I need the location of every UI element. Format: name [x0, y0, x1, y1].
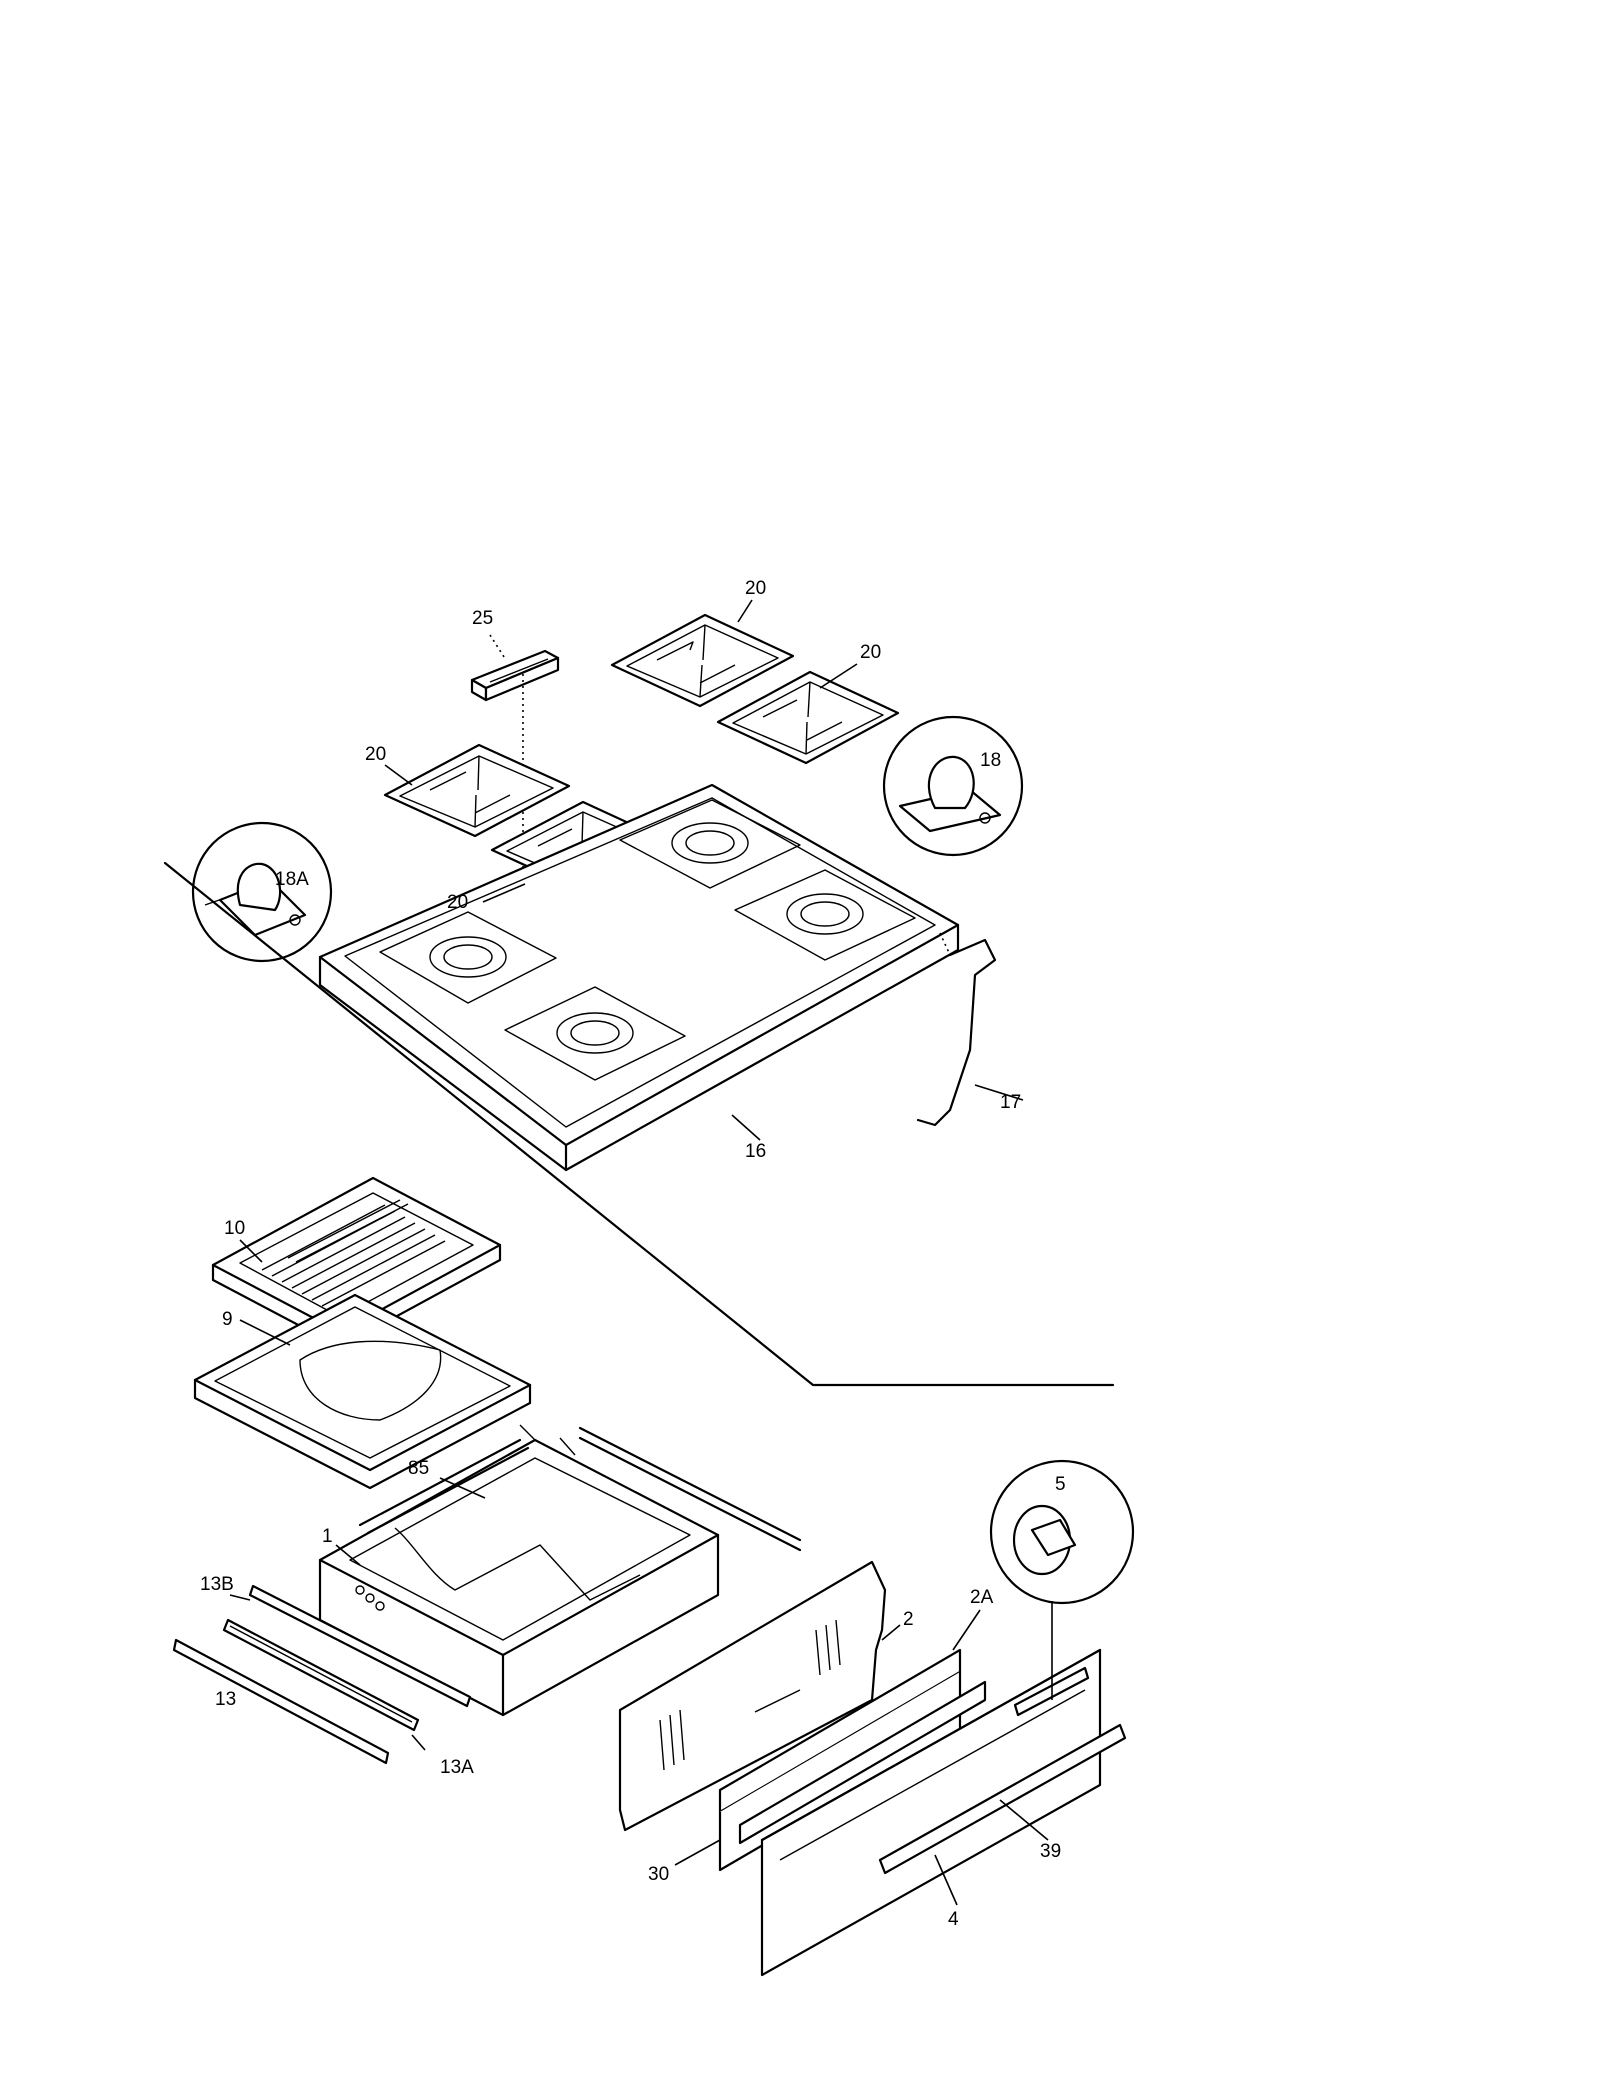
callout-18a: 18A: [275, 869, 309, 890]
part-4-drawer-panel: [760, 1648, 1102, 1977]
callout-85: 85: [408, 1458, 429, 1479]
grate-20-right-front: [716, 670, 900, 765]
part-13a-slide: [222, 1618, 420, 1732]
section-divider-line: [163, 861, 1115, 1387]
part-17-wire: [916, 938, 997, 1127]
leader-lines: [229, 599, 1049, 1906]
part-13b-slide: [248, 1584, 472, 1708]
part-25-clip: [470, 649, 560, 905]
callout-18: 18: [980, 750, 1001, 771]
detail-circle-18a: [191, 821, 333, 963]
grate-20-left-back: [383, 743, 571, 838]
part-13-slide: [172, 1638, 390, 1765]
callout-10: 10: [224, 1218, 245, 1239]
callout-20-right: 20: [860, 642, 881, 663]
detail-circle-18: [882, 715, 1024, 857]
grate-20-right-back: [610, 613, 795, 708]
callout-20-left: 20: [365, 744, 386, 765]
part-85-drawer-rails: [358, 1426, 802, 1601]
callout-17: 17: [1000, 1092, 1021, 1113]
callout-20-bottom: 20: [447, 892, 468, 913]
callout-4: 4: [948, 1909, 959, 1930]
callout-25: 25: [472, 608, 493, 629]
callout-1: 1: [322, 1526, 333, 1547]
callout-2: 2: [903, 1609, 914, 1630]
part-1-drawer-body: [318, 1424, 720, 1717]
callout-16: 16: [745, 1141, 766, 1162]
detail-circle-5: [989, 1459, 1135, 1700]
part-30-bracket: [738, 1680, 987, 1845]
callout-2a: 2A: [970, 1587, 994, 1608]
callout-30: 30: [648, 1864, 669, 1885]
part-16-cooktop: [318, 783, 960, 1172]
callout-39: 39: [1040, 1841, 1061, 1862]
part-2-drawer-panel: [618, 1560, 887, 1832]
callout-13b: 13B: [200, 1574, 234, 1595]
callout-5: 5: [1055, 1474, 1066, 1495]
callout-20-top-right: 20: [745, 578, 766, 599]
callout-13a: 13A: [440, 1757, 474, 1778]
callout-9: 9: [222, 1309, 233, 1330]
part-9-broiler-pan: [193, 1293, 532, 1490]
callout-13: 13: [215, 1689, 236, 1710]
